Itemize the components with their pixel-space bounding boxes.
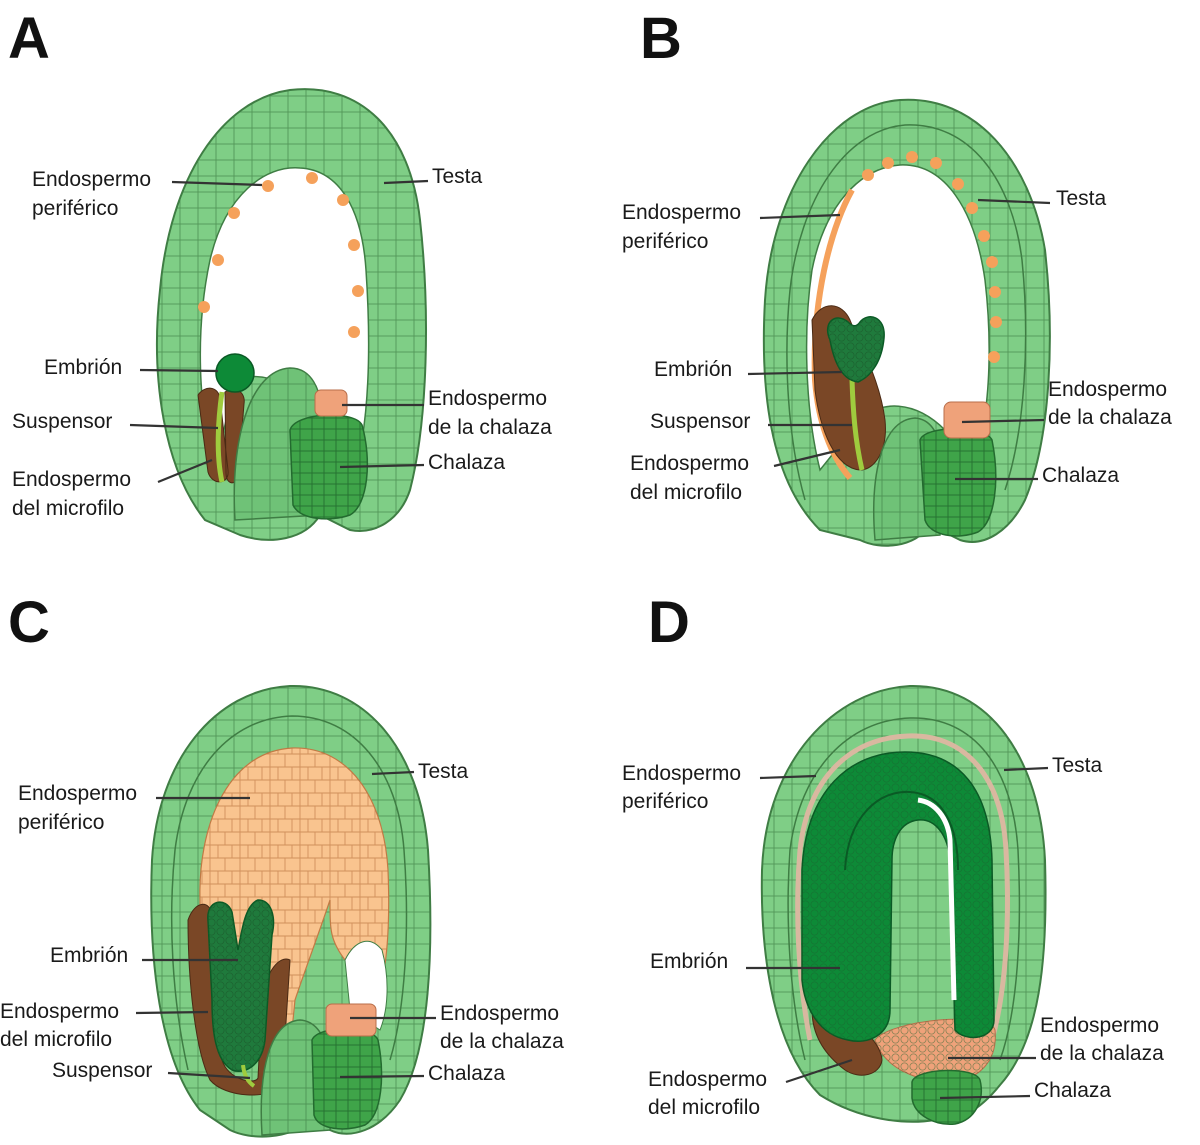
embryo-a	[216, 354, 254, 392]
label-c-chalazal-1: Endospermo	[440, 1002, 559, 1025]
label-a-peripheral-1: Endospermo	[32, 168, 151, 191]
label-c-peripheral-2: periférico	[18, 811, 104, 834]
label-d-peripheral-1: Endospermo	[622, 762, 741, 785]
chalazal-endosperm-c	[326, 1004, 376, 1036]
label-b-testa: Testa	[1056, 187, 1107, 210]
panel-letter-b: B	[640, 6, 682, 71]
label-b-peripheral-1: Endospermo	[622, 201, 741, 224]
label-d-embryo: Embrión	[650, 950, 728, 973]
panel-letter-d: D	[648, 590, 690, 655]
chalazal-endosperm-a	[315, 390, 347, 416]
label-c-peripheral-1: Endospermo	[18, 782, 137, 805]
label-c-microphyllar-2: del microfilo	[0, 1028, 112, 1051]
label-b-suspensor: Suspensor	[650, 410, 750, 433]
label-b-embryo: Embrión	[654, 358, 732, 381]
panel-d: D Endospermo periférico Testa Embrión	[622, 590, 1164, 1124]
label-c-embryo: Embrión	[50, 944, 128, 967]
leader-c-microphyllar	[136, 1012, 208, 1013]
label-d-chalazal-2: de la chalaza	[1040, 1042, 1164, 1065]
label-a-embryo: Embrión	[44, 356, 122, 379]
label-a-chalaza: Chalaza	[428, 451, 505, 474]
label-a-suspensor: Suspensor	[12, 410, 112, 433]
label-c-suspensor: Suspensor	[52, 1059, 152, 1082]
label-b-microphyllar-1: Endospermo	[630, 452, 749, 475]
panel-letter-a: A	[8, 6, 50, 71]
label-b-peripheral-2: periférico	[622, 230, 708, 253]
label-a-testa: Testa	[432, 165, 483, 188]
label-d-peripheral-2: periférico	[622, 790, 708, 813]
label-c-microphyllar-1: Endospermo	[0, 1000, 119, 1023]
label-d-microphyllar-2: del microfilo	[648, 1096, 760, 1119]
label-a-microphyllar-2: del microfilo	[12, 497, 124, 520]
panel-c: C Endospermo periférico Testa	[0, 590, 564, 1137]
label-d-microphyllar-1: Endospermo	[648, 1068, 767, 1091]
label-d-testa: Testa	[1052, 754, 1103, 777]
label-d-chalazal-1: Endospermo	[1040, 1014, 1159, 1037]
label-a-chalazal-2: de la chalaza	[428, 416, 552, 439]
label-b-microphyllar-2: del microfilo	[630, 481, 742, 504]
label-c-chalazal-2: de la chalaza	[440, 1030, 564, 1053]
panel-letter-c: C	[8, 590, 50, 655]
leader-c-chalaza	[340, 1076, 424, 1077]
chalazal-endosperm-b	[944, 402, 990, 438]
label-b-chalazal-1: Endospermo	[1048, 378, 1167, 401]
label-a-chalazal-1: Endospermo	[428, 387, 547, 410]
panel-b: B Endospe	[622, 6, 1172, 546]
label-d-chalaza: Chalaza	[1034, 1079, 1111, 1102]
label-b-chalazal-2: de la chalaza	[1048, 406, 1172, 429]
label-a-microphyllar-1: Endospermo	[12, 468, 131, 491]
label-c-testa: Testa	[418, 760, 469, 783]
label-a-peripheral-2: periférico	[32, 197, 118, 220]
label-b-chalaza: Chalaza	[1042, 464, 1119, 487]
label-c-chalaza: Chalaza	[428, 1062, 505, 1085]
leader-a-embryo	[140, 370, 218, 371]
panel-a: A Endosp	[8, 6, 552, 540]
